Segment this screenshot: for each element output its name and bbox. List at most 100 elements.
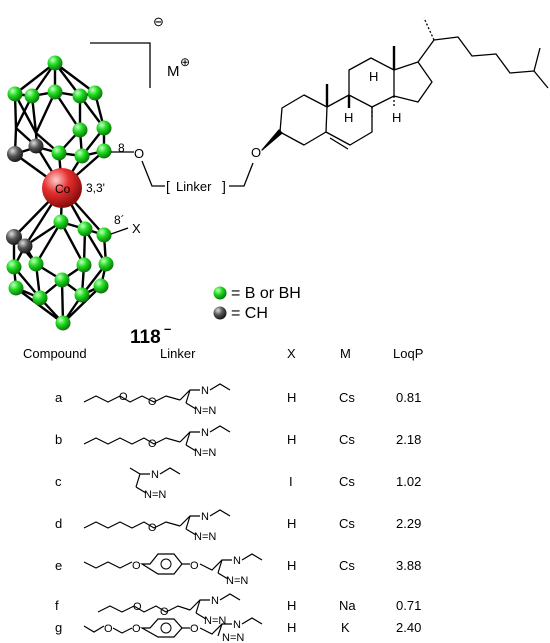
legend-boron-swatch <box>213 286 227 300</box>
compound-letter: e <box>55 558 63 573</box>
carbon-atom <box>28 138 44 154</box>
boron-atom <box>7 86 23 102</box>
logp-value: 2.29 <box>396 516 422 531</box>
counter-ion-value: Cs <box>339 390 355 405</box>
triazole-n: N <box>151 469 159 481</box>
oxygen-atom: O <box>132 560 141 572</box>
oxygen-atom: O <box>251 145 261 160</box>
linker-structure: O O N N=N <box>83 383 231 417</box>
table-row: g O O O N N=N H K 2.40 <box>0 608 550 643</box>
boron-atom <box>98 256 114 272</box>
boron-atom <box>96 120 112 136</box>
linker-structure: O O N N=N <box>97 593 241 627</box>
cobalt-atom <box>42 168 82 208</box>
boron-atom <box>55 315 71 331</box>
boron-atom <box>51 145 67 161</box>
counter-ion-value: Cs <box>339 432 355 447</box>
table-row: f O O N N=N H Na 0.71 <box>0 586 550 628</box>
triazole-nn: N=N <box>204 615 226 627</box>
substituent-x: X <box>132 221 141 236</box>
header-compound: Compound <box>23 346 87 361</box>
triazole-nn: N=N <box>222 632 244 643</box>
oxygen-atom: O <box>132 623 141 635</box>
oxygen-atom: O <box>148 438 157 450</box>
substituent-x-value: I <box>289 474 293 489</box>
carbon-atom <box>6 229 22 245</box>
substituent-x-value: H <box>287 598 297 613</box>
compound-number: 118 <box>130 327 161 346</box>
table-row: e O O N N=N H Cs 3.88 <box>0 544 550 586</box>
compound-letter: f <box>55 598 59 613</box>
boron-atom <box>74 287 90 303</box>
position-33-label: 3,3' <box>86 181 105 195</box>
triazole-n: N <box>211 595 219 607</box>
counter-ion-charge: ⊕ <box>180 55 190 69</box>
logp-value: 0.71 <box>396 598 422 613</box>
boron-atoms-upper <box>7 55 112 164</box>
boron-atom <box>32 290 48 306</box>
linker-label: Linker <box>176 179 212 194</box>
boron-atom <box>47 84 63 100</box>
triazole-n: N <box>201 385 209 397</box>
oxygen-atom: O <box>190 560 199 572</box>
linker-structure: O O O N N=N <box>83 617 263 643</box>
cobaltacarborane-cholesterol-scheme: Co 8 3,3' 8´ X <box>6 14 549 346</box>
carbon-atom <box>17 238 33 254</box>
triazole-n: N <box>201 427 209 439</box>
oxygen-atom: O <box>160 606 169 618</box>
logp-value: 1.02 <box>396 474 422 489</box>
boron-atom <box>76 257 92 273</box>
substituent-x-value: H <box>287 432 297 447</box>
boron-atom <box>28 256 44 272</box>
position-8-label: 8 <box>118 141 125 155</box>
logp-value: 2.18 <box>396 432 422 447</box>
legend-carbon-swatch <box>213 306 227 320</box>
compound-letter: c <box>55 474 62 489</box>
header-m: M <box>340 346 351 361</box>
oxygen-atom: O <box>134 146 144 161</box>
compound-letter: a <box>55 390 63 405</box>
oxygen-atom: O <box>104 623 113 635</box>
oxygen-atom: O <box>119 391 128 403</box>
cobalt-label: Co <box>55 182 71 196</box>
boron-atom <box>24 88 40 104</box>
linker-bracket-close: ] <box>222 178 226 194</box>
linker-structure: O O N N=N <box>83 553 263 586</box>
logp-value: 3.88 <box>396 558 422 573</box>
logp-value: 2.40 <box>396 620 422 635</box>
charge-minus: ⊖ <box>153 14 164 29</box>
boron-atom <box>8 280 24 296</box>
boron-atom-8-prime <box>96 227 112 243</box>
boron-atom <box>72 122 88 138</box>
linker-structure: N N=N <box>129 467 181 501</box>
compound-table: Compound Linker X M LoqP a O O N N=N H C… <box>0 346 550 643</box>
counter-ion-value: K <box>341 620 350 635</box>
table-row: c N N=N I Cs 1.02 <box>0 460 550 502</box>
compound-letter: d <box>55 516 63 531</box>
header-logp: LoqP <box>393 346 424 361</box>
boron-atom <box>47 55 63 71</box>
carbon-atom <box>7 146 23 162</box>
legend-boron-text: = B or BH <box>231 285 301 302</box>
substituent-x-value: H <box>287 620 297 635</box>
stereo-hydrogen: H <box>369 69 378 84</box>
boron-atom-8 <box>96 143 112 159</box>
logp-value: 0.81 <box>396 390 422 405</box>
position-8prime-label: 8´ <box>114 213 125 227</box>
boron-atom <box>53 214 69 230</box>
table-row: b O N N=N H Cs 2.18 <box>0 418 550 460</box>
boron-atoms-lower <box>6 214 114 331</box>
linker-structure: O N N=N <box>83 425 231 459</box>
triazole-n: N <box>201 511 209 523</box>
counter-ion-value: Na <box>339 598 356 613</box>
boron-atom <box>93 278 109 294</box>
compound-letter: g <box>55 620 63 635</box>
triazole-nn: N=N <box>194 405 216 417</box>
boron-atom <box>6 259 22 275</box>
header-linker: Linker <box>160 346 196 361</box>
triazole-nn: N=N <box>194 531 216 543</box>
triazole-nn: N=N <box>194 447 216 459</box>
legend-carbon-text: = CH <box>231 305 268 322</box>
counter-ion: M <box>167 63 180 80</box>
compound-letter: b <box>55 432 63 447</box>
